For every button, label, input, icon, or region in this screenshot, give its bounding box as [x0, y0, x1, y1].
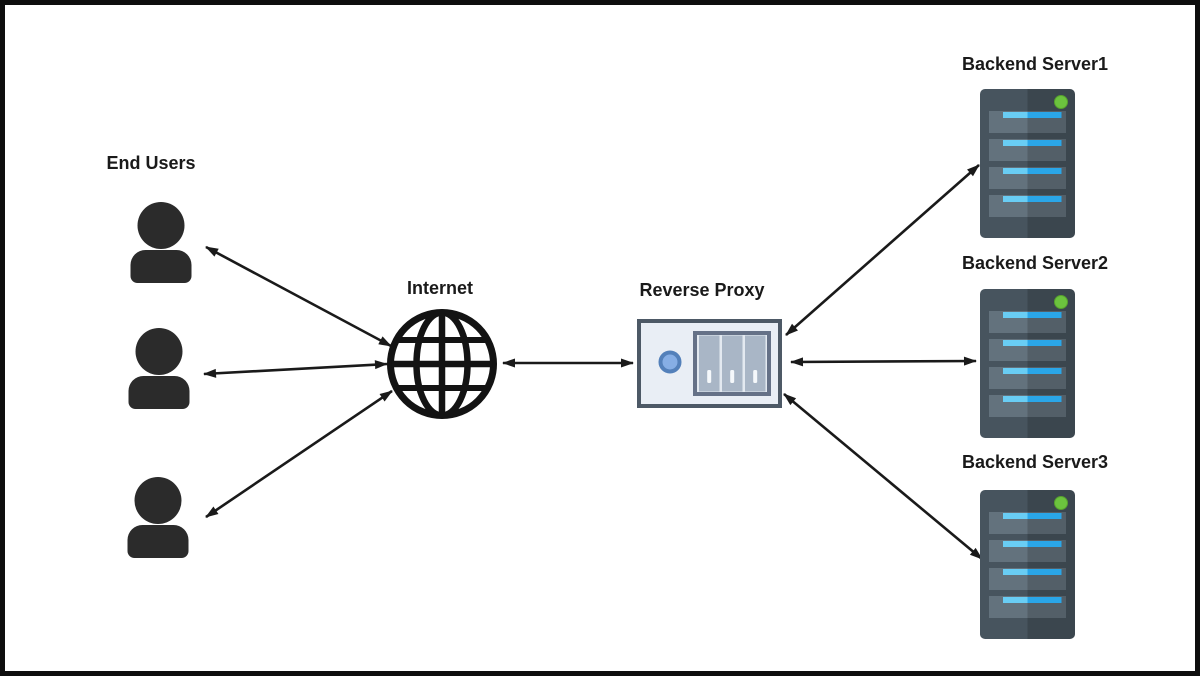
arrow-proxy-server2 — [790, 356, 977, 367]
user-icon — [129, 202, 193, 283]
end-users-label: End Users — [106, 153, 196, 173]
arrow-user1-internet — [205, 245, 392, 348]
arrow-proxy-server3 — [783, 393, 983, 560]
user-icon — [127, 328, 191, 409]
backend-server3-icon — [980, 490, 1075, 639]
reverse-proxy-label: Reverse Proxy — [639, 280, 765, 300]
reverse-proxy-icon — [637, 319, 782, 408]
internet-globe-icon — [384, 306, 500, 422]
arrow-proxy-server1 — [785, 164, 980, 336]
backend-server3-label: Backend Server3 — [961, 452, 1109, 472]
backend-server2-icon — [980, 289, 1075, 438]
arrow-user2-internet — [203, 360, 388, 378]
backend-server1-icon — [980, 89, 1075, 238]
user-icon — [126, 477, 190, 558]
arrow-user3-internet — [205, 389, 393, 519]
backend-server2-label: Backend Server2 — [961, 253, 1109, 273]
internet-label: Internet — [406, 278, 473, 298]
backend-server1-label: Backend Server1 — [961, 54, 1109, 74]
